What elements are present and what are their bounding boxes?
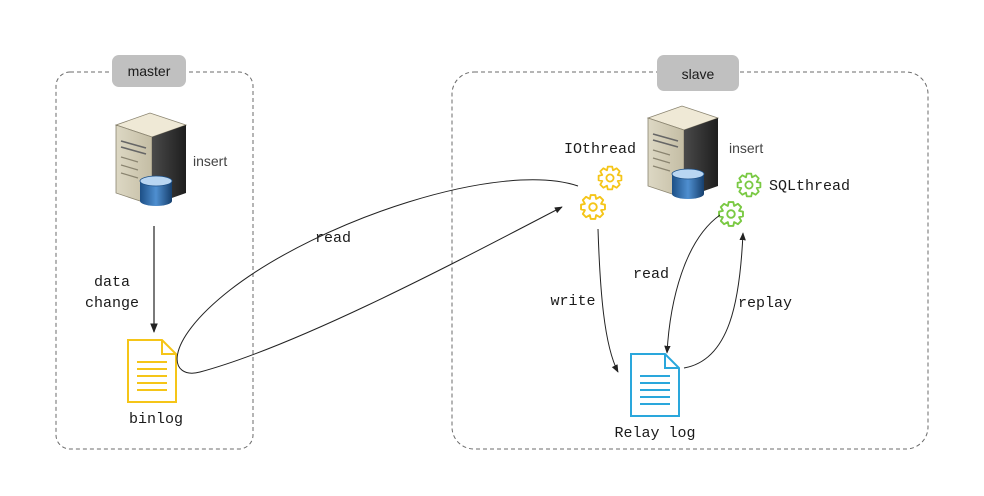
sql-thread-gears-icon [718,172,762,227]
replay-label: replay [738,295,792,312]
sql-thread-label: SQLthread [769,178,850,195]
slave-title-badge [657,55,739,91]
master-box: master [55,55,254,450]
master-title: master [128,63,171,79]
write-label: write [550,293,595,310]
io-thread-label: IOthread [564,141,636,158]
slave-server-icon [647,105,719,200]
replay-arrow [683,232,746,369]
master-title-badge [112,55,186,87]
slave-title: slave [682,66,715,82]
io-thread-gears-icon [580,165,623,220]
binlog-label: binlog [129,411,183,428]
binlog-document-icon [127,339,177,403]
sql-read-arrow [664,214,721,354]
relay-log-label: Relay log [614,425,695,442]
master-server-icon [115,112,187,207]
read-master-label: read [315,230,351,247]
data-change-label-line2: change [85,295,139,312]
write-arrow [597,228,619,373]
master-insert-label: insert [193,153,227,169]
read-binlog-arrow [176,179,579,374]
relay-log-document-icon [630,353,680,417]
data-change-label-line1: data [94,274,130,291]
slave-insert-label: insert [729,140,763,156]
slave-box: slave [451,55,929,450]
read-slave-label: read [633,266,669,283]
